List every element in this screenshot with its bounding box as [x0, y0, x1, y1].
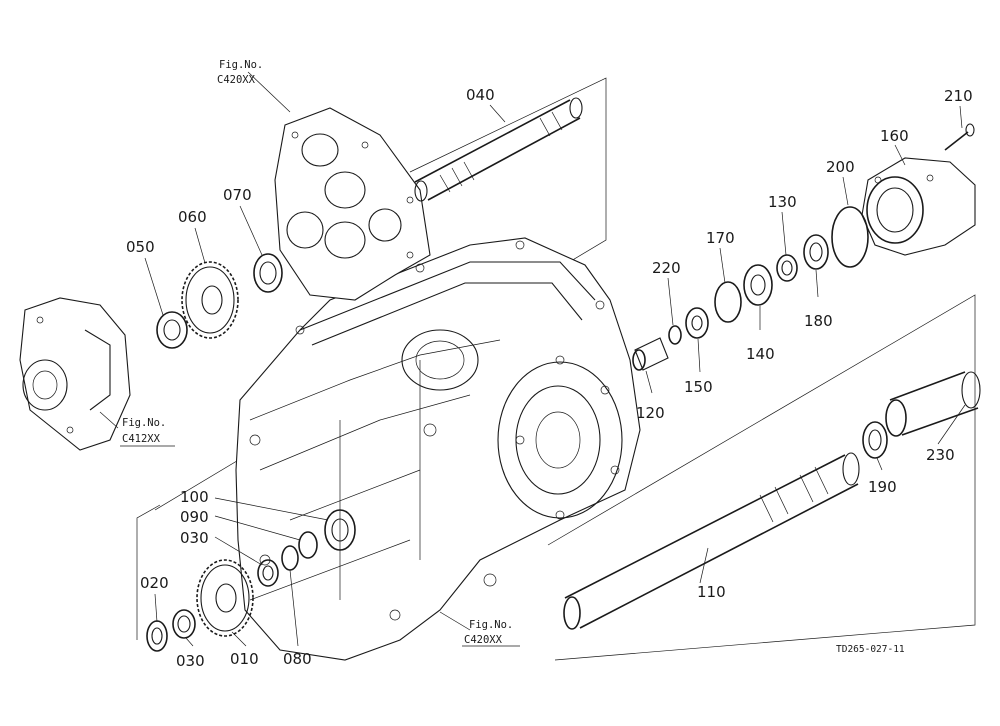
gear-010: [196, 559, 254, 637]
label-180: 180: [804, 312, 833, 330]
part-labels: 040 210 160 200 070 060 050 130 170 220 …: [126, 86, 973, 670]
label-070: 070: [223, 186, 252, 204]
label-160: 160: [880, 127, 909, 145]
bushing-120: [632, 337, 669, 371]
o-ring-200: [831, 206, 869, 268]
label-010: 010: [230, 650, 259, 668]
label-080: 080: [283, 650, 312, 668]
label-220: 220: [652, 259, 681, 277]
label-130: 130: [768, 193, 797, 211]
bearing-050: [156, 311, 188, 349]
gear-060: [181, 261, 239, 339]
ring-090: [298, 531, 318, 559]
label-170: 170: [706, 229, 735, 247]
label-100: 100: [180, 488, 209, 506]
bearing-070: [253, 253, 283, 293]
transmission-case: [235, 237, 641, 661]
fig-ref-1-line2: C420XX: [217, 74, 256, 86]
label-060: 060: [178, 208, 207, 226]
label-200: 200: [826, 158, 855, 176]
left-bracket: [19, 297, 131, 451]
fig-ref-1-line1: Fig.No.: [219, 59, 263, 71]
fig-ref-2-line1: Fig.No.: [122, 417, 166, 429]
washer-020: [146, 620, 168, 652]
bolt-210: [944, 123, 975, 151]
label-230: 230: [926, 446, 955, 464]
label-020: 020: [140, 574, 169, 592]
fig-ref-3-line2: C420XX: [464, 634, 503, 646]
label-210: 210: [944, 87, 973, 105]
figure-references: Fig.No. C420XX Fig.No. C412XX Fig.No. C4…: [122, 59, 513, 646]
label-120: 120: [636, 404, 665, 422]
ring-220: [668, 325, 682, 345]
shaft-110: [563, 452, 860, 630]
label-030a: 030: [180, 529, 209, 547]
rear-housing-160: [861, 157, 976, 256]
needle-bearing-030b: [172, 609, 196, 639]
pipe-230: [885, 371, 981, 437]
label-030b: 030: [176, 652, 205, 670]
shaft-040: [414, 97, 583, 202]
snap-ring-170: [714, 281, 742, 323]
bearing-150: [685, 307, 709, 339]
label-190: 190: [868, 478, 897, 496]
bearing-100: [324, 509, 356, 551]
leader-lines: [99, 71, 966, 647]
label-050: 050: [126, 238, 155, 256]
label-110: 110: [697, 583, 726, 601]
label-150: 150: [684, 378, 713, 396]
fig-ref-3-line1: Fig.No.: [469, 619, 513, 631]
label-040: 040: [466, 86, 495, 104]
label-090: 090: [180, 508, 209, 526]
needle-bearing-030a: [257, 559, 279, 587]
label-140: 140: [746, 345, 775, 363]
bearing-140: [743, 264, 773, 306]
seal-180: [803, 234, 829, 270]
fig-ref-2-line2: C412XX: [122, 433, 161, 445]
front-cover-plate: [274, 107, 431, 301]
seal-190: [862, 421, 888, 459]
collar-130: [776, 254, 798, 282]
drawing-code: TD265-027-11: [836, 644, 905, 655]
